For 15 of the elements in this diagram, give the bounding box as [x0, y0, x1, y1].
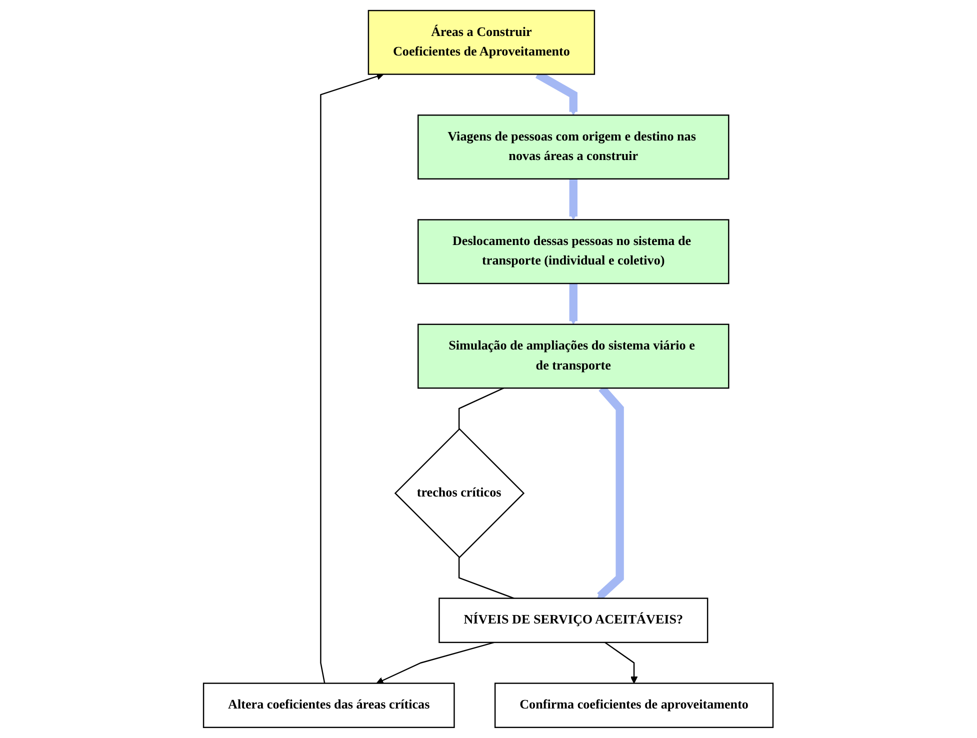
arrow: [320, 72, 384, 684]
node-diamond: trechos críticos: [394, 428, 525, 558]
arrow: [604, 642, 638, 684]
node-box: NÍVEIS DE SERVIÇO ACEITÁVEIS?: [438, 598, 708, 644]
node-box: Confirma coeficientes de aproveitamento: [494, 682, 774, 728]
node-box: Deslocamento dessas pessoas no sistema de transporte (individual e coletivo): [418, 219, 730, 284]
connector: [458, 388, 504, 429]
arrow: [570, 178, 578, 220]
node-box: Altera coeficientes das áreas críticas: [203, 682, 456, 728]
connector: [458, 557, 514, 599]
node-box: Simulação de ampliações do sistema viário e de transporte: [418, 324, 730, 389]
node-box: Viagens de pessoas com origem e destino nas novas áreas a construir: [418, 114, 730, 180]
arrow: [570, 284, 578, 325]
node-box: Áreas a Construir Coeficientes de Aproveitamento: [368, 10, 596, 75]
arrow: [376, 642, 495, 684]
